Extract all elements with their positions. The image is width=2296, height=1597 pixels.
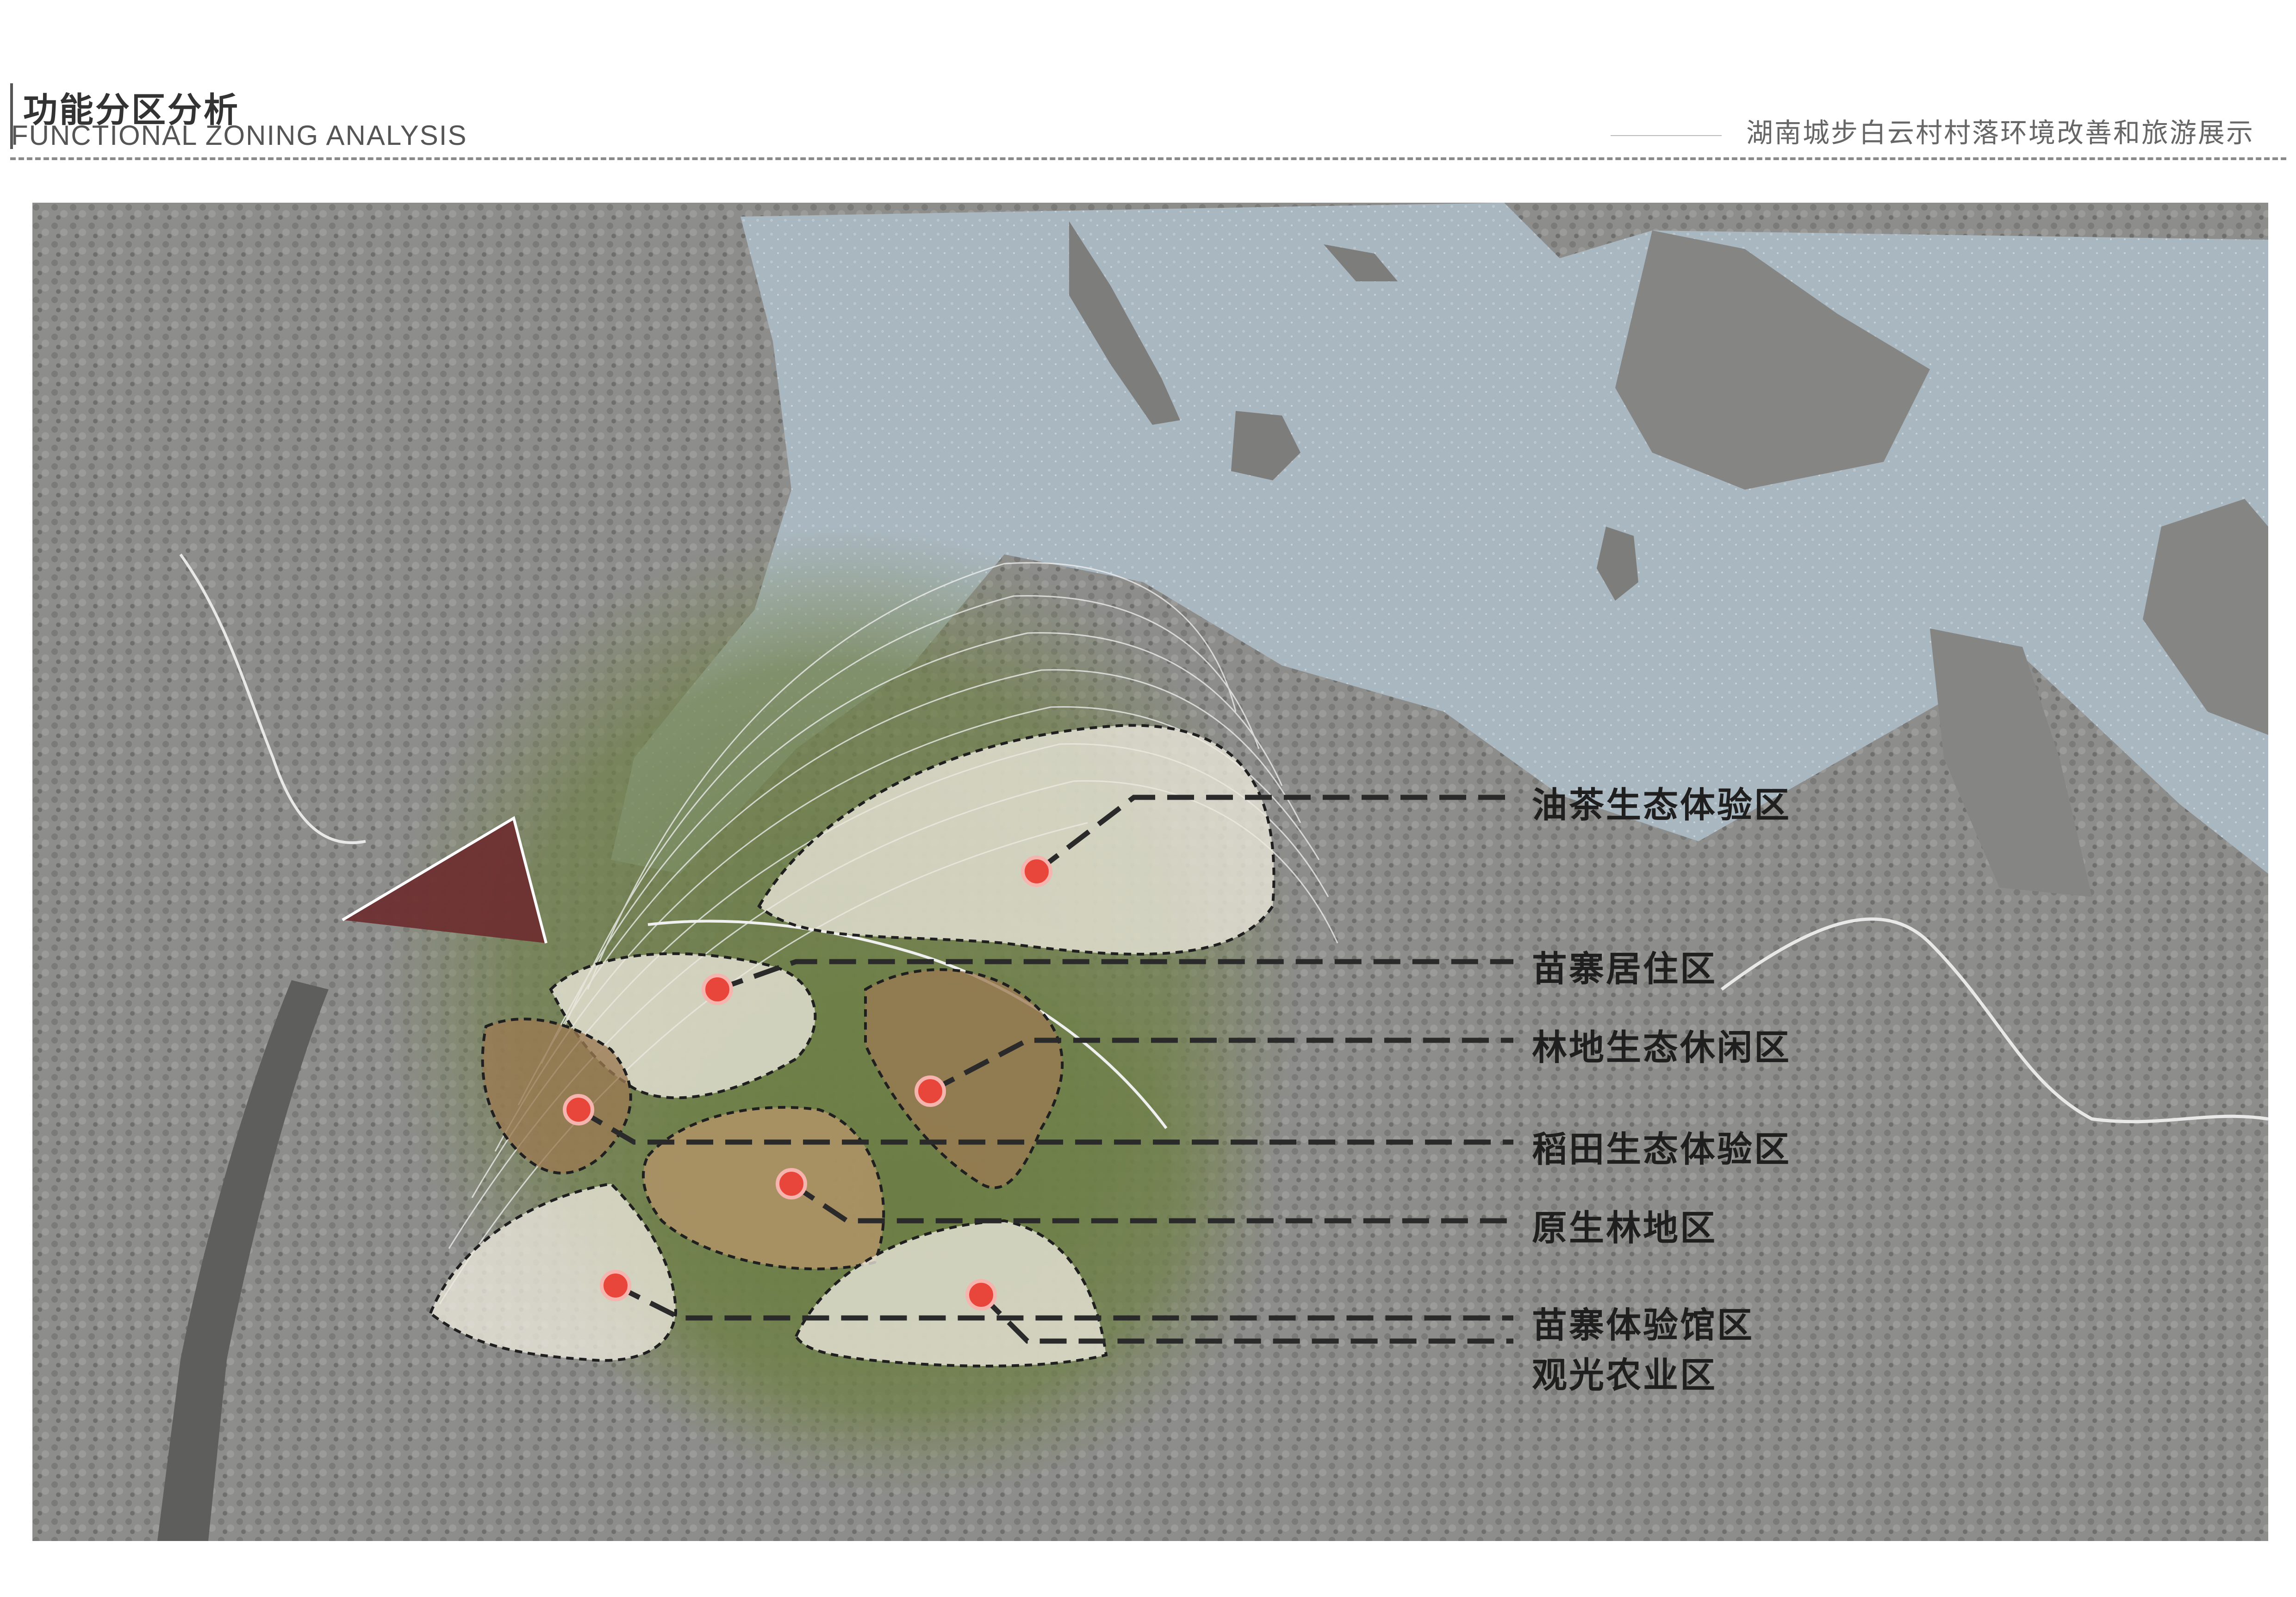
- page-title: 功能分区分析: [23, 90, 240, 130]
- road: [647, 920, 1168, 1129]
- header-divider: [10, 157, 2286, 160]
- dam: [342, 818, 546, 943]
- zone-lindi-xiuxian: [864, 968, 1064, 1189]
- zone-label-youcha: 油茶生态体验区: [1532, 784, 1791, 826]
- zone-label-lindi-xiuxian: 林地生态休闲区: [1532, 1027, 1791, 1068]
- island: [2143, 499, 2268, 735]
- zone-tiyanguan: [429, 1182, 678, 1362]
- island: [1324, 244, 1398, 281]
- island: [1597, 527, 1638, 601]
- zone-label-miaozhai-juzhu: 苗寨居住区: [1532, 948, 1717, 989]
- zone-daotian: [481, 1018, 632, 1174]
- zone-marker: [1021, 856, 1052, 887]
- zone-yuansheng-lindi: [642, 1106, 885, 1270]
- island: [1615, 230, 1930, 490]
- zone-label-guanguang-nongye: 观光农业区: [1532, 1355, 1717, 1396]
- zone-youcha: [757, 724, 1276, 956]
- island: [1231, 411, 1300, 480]
- zone-marker: [563, 1094, 594, 1125]
- island: [1069, 221, 1180, 425]
- project-title: 湖南城步白云村村落环境改善和旅游展示: [1746, 117, 2254, 149]
- leader-lines: [577, 795, 1513, 1344]
- zone-guanguang-nongye: [794, 1219, 1108, 1367]
- dam-outline: [342, 816, 548, 944]
- zone-markers: [563, 856, 1052, 1311]
- zone-label-tiyanguan: 苗寨体验馆区: [1532, 1305, 1754, 1346]
- zone-marker: [915, 1075, 946, 1107]
- zone-marker: [776, 1168, 807, 1199]
- zone-label-daotian: 稻田生态体验区: [1532, 1129, 1791, 1170]
- site-map: 油茶生态体验区 苗寨居住区 林地生态休闲区 稻田生态体验区 原生林地区 苗寨体验…: [32, 203, 2268, 1541]
- page-subtitle: FUNCTIONAL ZONING ANALYSIS: [11, 120, 467, 151]
- zone-marker: [965, 1279, 997, 1311]
- road: [179, 553, 366, 845]
- header-accent-bar: [10, 83, 13, 149]
- zone-marker: [600, 1270, 631, 1301]
- zone-label-yuansheng-lindi: 原生林地区: [1532, 1207, 1717, 1249]
- road: [1720, 917, 2268, 1124]
- zone-marker: [702, 974, 733, 1005]
- project-title-rule: [1611, 135, 1722, 136]
- river: [157, 980, 329, 1541]
- island: [1930, 628, 2092, 897]
